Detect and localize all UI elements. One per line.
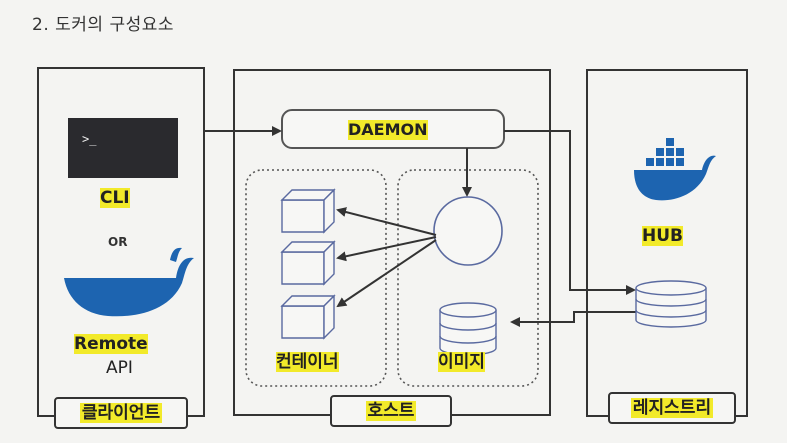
- host-section-text: 호스트: [365, 401, 417, 421]
- arrow-image-to-container-3: [336, 239, 437, 308]
- daemon-label: DAEMON: [348, 120, 428, 140]
- container-cube-icon: [280, 188, 336, 234]
- hub-label: HUB: [642, 226, 683, 246]
- images-area: [397, 169, 539, 387]
- api-label: API: [106, 358, 133, 378]
- containers-area: [245, 169, 387, 387]
- arrow-registry-to-images: [510, 311, 636, 327]
- containers-label: 컨테이너: [276, 352, 339, 372]
- registry-section-label: 레지스트리: [608, 392, 736, 424]
- terminal-icon: >_: [68, 118, 178, 178]
- docker-logo-icon: [634, 138, 716, 201]
- container-cube-icon: [280, 294, 336, 340]
- line-daemon-to-registry: [504, 130, 636, 295]
- page-heading: 2. 도커의 구성요소: [32, 15, 175, 35]
- or-label: OR: [108, 235, 128, 249]
- client-section-label: 클라이언트: [54, 397, 188, 429]
- whale-icon: [64, 247, 194, 317]
- container-cube-icon: [280, 240, 336, 286]
- database-icon: [439, 302, 497, 356]
- host-section-label: 호스트: [330, 395, 452, 427]
- client-section-text: 클라이언트: [79, 403, 163, 423]
- database-icon: [635, 280, 707, 328]
- images-label: 이미지: [438, 352, 485, 372]
- arrow-image-to-container-2: [336, 236, 437, 262]
- cli-label: CLI: [100, 188, 130, 208]
- registry-section-text: 레지스트리: [630, 398, 714, 418]
- image-circle: [433, 196, 503, 266]
- remote-label: Remote: [74, 334, 148, 354]
- arrow-image-to-container-1: [336, 207, 437, 236]
